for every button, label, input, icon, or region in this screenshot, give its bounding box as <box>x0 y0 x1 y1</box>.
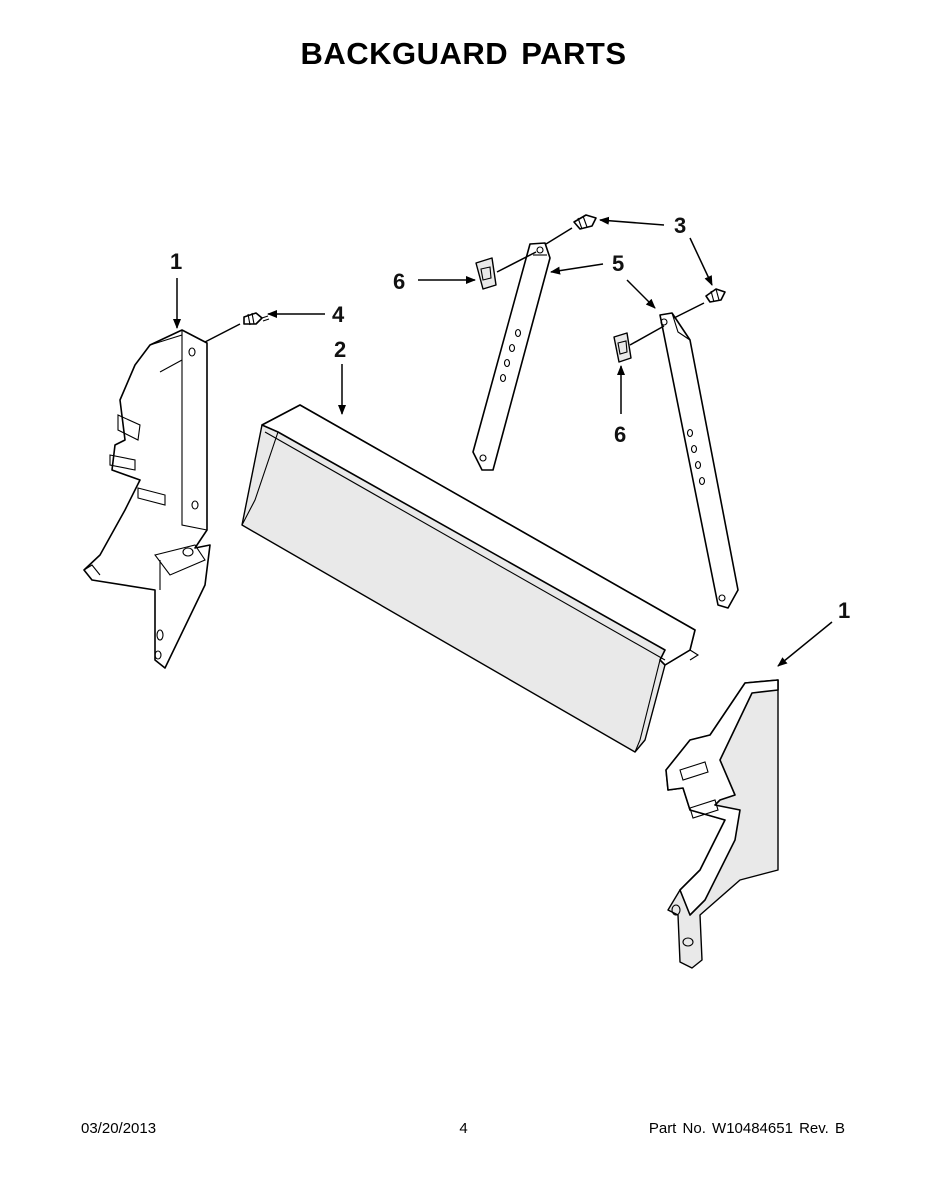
leader-screw-to-strip-right <box>673 302 705 319</box>
leader-clip-to-strip-right <box>629 325 665 346</box>
leader-part-3-right <box>689 237 713 286</box>
clip-right <box>613 332 632 363</box>
callout-part-1-left: 1 <box>170 249 182 274</box>
support-strip-left <box>472 242 551 471</box>
callout-part-2: 2 <box>334 337 346 362</box>
screw-upper-right <box>705 288 726 303</box>
side-bracket-left <box>83 329 211 669</box>
leader-part-5-right <box>626 279 656 309</box>
callout-part-6-right: 6 <box>614 422 626 447</box>
support-strip-right <box>659 312 739 609</box>
footer-date: 03/20/2013 <box>81 1120 157 1137</box>
backguard-panel <box>241 404 700 753</box>
callout-part-1-right: 1 <box>838 598 850 623</box>
callout-part-5: 5 <box>612 251 624 276</box>
leader-clip-to-strip-left <box>496 251 537 273</box>
side-bracket-right <box>665 679 779 969</box>
clip-left <box>475 257 497 290</box>
footer-page-number: 4 <box>459 1120 468 1137</box>
callout-part-3: 3 <box>674 213 686 238</box>
footer-part-number: Part No. W10484651 Rev. B <box>648 1120 845 1137</box>
callout-part-6-left: 6 <box>393 269 405 294</box>
leader-part-5-left <box>550 263 604 275</box>
leader-screw-to-strip-left <box>545 227 573 245</box>
screw-lower <box>243 312 270 326</box>
page-title: BACKGUARD PARTS <box>300 36 627 71</box>
callout-part-4: 4 <box>332 302 345 327</box>
leader-part-3-left <box>599 216 665 226</box>
screw-upper-left <box>573 214 597 230</box>
leader-part-1-right <box>777 621 833 667</box>
leader-part-4-to-bracket <box>204 323 241 343</box>
